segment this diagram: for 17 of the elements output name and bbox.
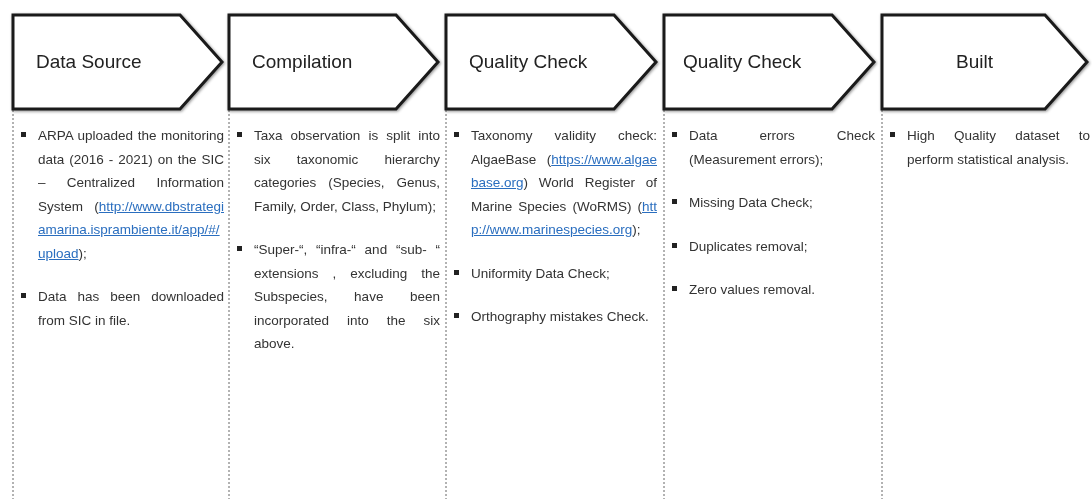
bullet-text: “Super-“, “infra-“ and “sub- “ extensions , excluding the Subspecies, have been incorporated into the six above. (254, 241, 440, 353)
bullet-text: Missing Data Check; (689, 194, 814, 212)
bullet-text: Duplicates removal; (689, 237, 809, 256)
bullet-text: Taxa observation is split into six taxonomic hierarchy categories (Species, Genus, Family, Order, Class, Phylum); (254, 127, 440, 216)
step-heading: Data Source (36, 51, 142, 73)
bullet-text: High Quality dataset to perform statistical analysis. (907, 127, 1090, 169)
step-heading: Built (956, 51, 993, 73)
bullet-text: Uniformity Data Check; (471, 264, 611, 283)
step-heading: Quality Check (469, 51, 588, 73)
bullet-text: ARPA uploaded the monitoring data (2016 - 2021) on the SIC – Centralized Information System (http://www.dbstrategiamarina.isprambiente.it/app/#/upload); (38, 127, 224, 263)
bullet-text: Orthography mistakes Check. (471, 308, 650, 326)
bullet-text: Data has been downloaded from SIC in file. (38, 288, 224, 330)
bullet-text: Taxonomy validity check: AlgaeBase (https://www.algaebase.org) World Register of Marine Species (WoRMS) (http://www.marinespecies.org); (471, 127, 657, 239)
step-heading: Compilation (252, 51, 353, 73)
bullet-text: Data errors Check (Measurement errors); (689, 127, 875, 169)
bullet-text: Zero values removal. (689, 281, 817, 299)
step-heading: Quality Check (683, 51, 802, 73)
